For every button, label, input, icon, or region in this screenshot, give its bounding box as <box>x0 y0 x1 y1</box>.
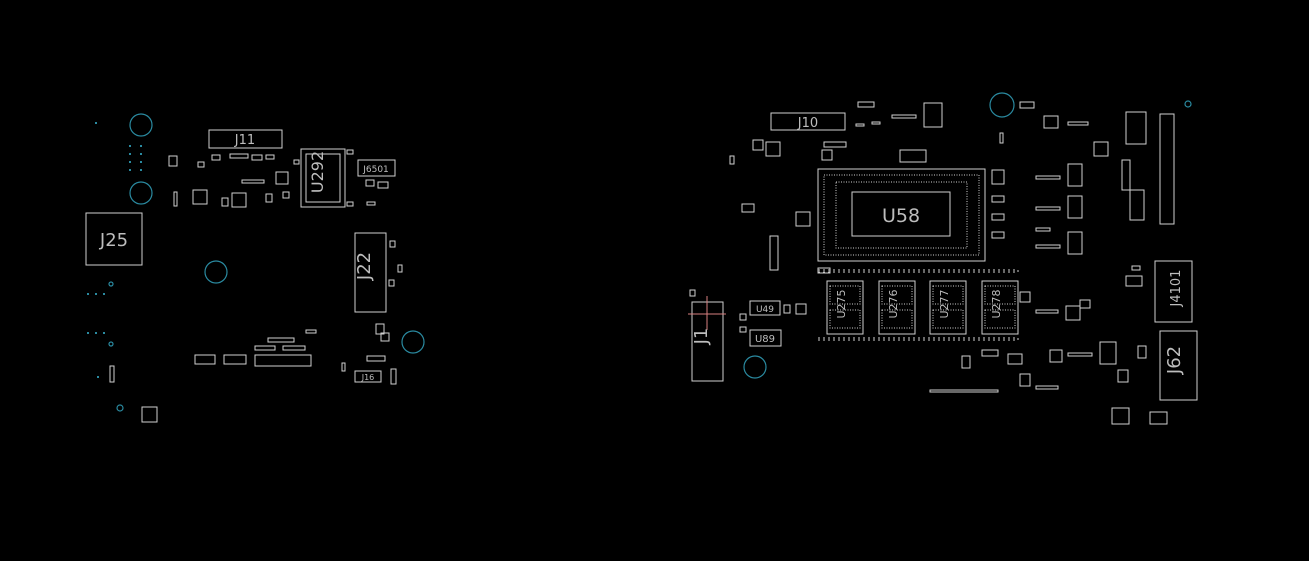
via <box>108 281 114 287</box>
memory-u277: U277 <box>929 280 967 335</box>
label-j62: J62 <box>1164 346 1185 375</box>
pad-square <box>141 406 158 423</box>
via <box>116 404 124 412</box>
ic-u89 <box>749 329 782 347</box>
mount-hole <box>743 355 767 379</box>
connector-j16 <box>354 370 382 383</box>
memory-u275: U275 <box>826 280 864 335</box>
via <box>1184 100 1192 108</box>
mount-hole <box>401 330 425 354</box>
mount-hole <box>204 260 228 284</box>
connector-small <box>223 354 247 365</box>
test-points <box>87 122 142 378</box>
label-u89: U89 <box>755 334 775 345</box>
label-u278: U278 <box>990 289 1003 318</box>
connector-j25 <box>85 212 143 266</box>
label-u58: U58 <box>882 205 920 227</box>
mount-hole <box>129 181 153 205</box>
ic-u292 <box>300 148 346 208</box>
connector-j62 <box>1159 330 1198 401</box>
label-u275: U275 <box>835 289 848 318</box>
connector-j4101 <box>1154 260 1193 323</box>
label-j10: J10 <box>797 116 818 131</box>
mount-hole <box>129 113 153 137</box>
label-u292: U292 <box>308 151 327 193</box>
label-j16: J16 <box>361 373 375 382</box>
connector-small <box>194 354 216 365</box>
connector-j22 <box>354 232 387 313</box>
mount-hole <box>989 92 1015 118</box>
connector-fpc <box>254 354 312 367</box>
label-j1: J1 <box>691 328 712 346</box>
label-u277: U277 <box>938 289 951 318</box>
connector-j11 <box>208 129 283 149</box>
left-board: J11 U292 J6501 J25 J22 <box>85 113 425 423</box>
cpu-u58 <box>817 168 986 262</box>
connector-j6501 <box>357 159 396 177</box>
label-j6501: J6501 <box>362 165 389 175</box>
right-board: J10 U58 <box>688 92 1198 425</box>
label-j22: J22 <box>354 252 375 281</box>
label-u276: U276 <box>887 289 900 318</box>
label-j25: J25 <box>99 230 128 251</box>
via <box>108 341 114 347</box>
label-u49: U49 <box>756 305 774 315</box>
memory-u276: U276 <box>878 280 916 335</box>
label-j4101: J4101 <box>1169 270 1184 308</box>
memory-u278: U278 <box>981 280 1019 335</box>
label-j11: J11 <box>234 133 255 148</box>
ic-u49 <box>749 300 781 316</box>
connector-j10 <box>770 112 846 131</box>
